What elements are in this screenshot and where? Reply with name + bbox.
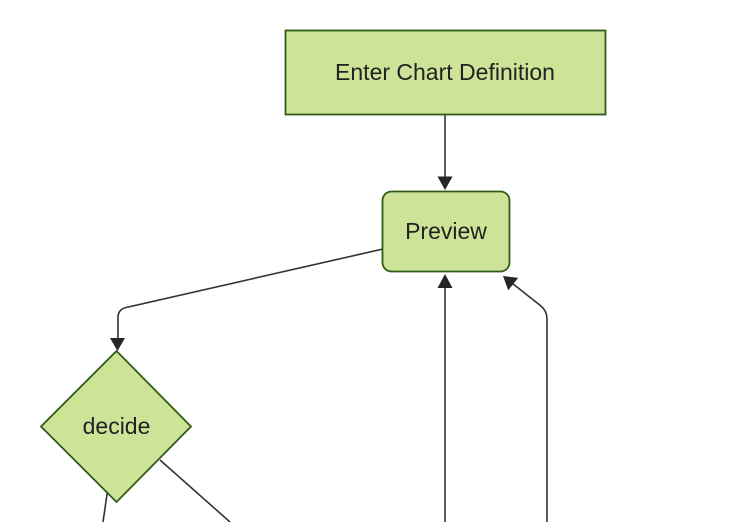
- node-decide-shape: [39, 349, 193, 504]
- edge-preview-to-decide: [110, 248, 384, 351]
- arrowhead-into-preview-bottom: [437, 274, 453, 288]
- arrowhead-into-decide-top: [110, 338, 125, 351]
- edge-bottom-to-preview: [437, 274, 453, 522]
- edge-decide-to-bottom-right: [159, 459, 231, 522]
- arrowhead-into-preview-corner: [503, 276, 519, 291]
- edge-enter-to-preview: [437, 115, 453, 190]
- edge-decide-to-bottom-left: [102, 490, 109, 522]
- node-enter-chart-definition-shape: [284, 29, 607, 116]
- edge-bottom-right-to-preview: [503, 276, 548, 522]
- arrowhead-into-preview-top: [437, 176, 453, 190]
- node-preview-shape: [381, 190, 511, 273]
